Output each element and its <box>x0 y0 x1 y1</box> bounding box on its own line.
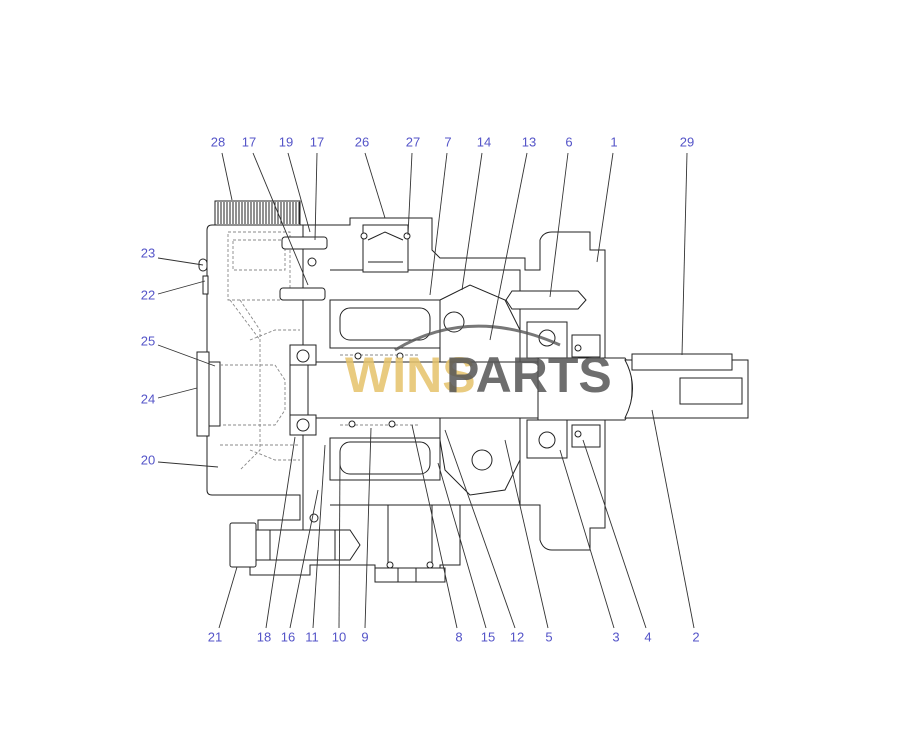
callout-label-1[interactable]: 1 <box>610 134 617 149</box>
callout-label-18[interactable]: 18 <box>257 629 271 644</box>
callout-label-13[interactable]: 13 <box>522 134 536 149</box>
leader-line-24 <box>157 387 198 399</box>
port-fitting <box>208 361 221 427</box>
callout-label-4[interactable]: 4 <box>644 629 651 644</box>
leader-line-17 <box>314 152 318 241</box>
watermark-parts: PARTS <box>446 347 612 403</box>
o-ring-16 <box>309 513 319 523</box>
pump-cross-section <box>196 200 749 583</box>
callout-label-17[interactable]: 17 <box>310 134 324 149</box>
leader-line-8 <box>411 424 458 629</box>
leader-line-5 <box>504 439 549 629</box>
leader-line-27 <box>407 152 413 236</box>
callout-label-9[interactable]: 9 <box>361 629 368 644</box>
leader-line-13 <box>489 152 528 341</box>
leader-line-10 <box>338 459 341 629</box>
callout-label-3[interactable]: 3 <box>612 629 619 644</box>
callout-label-2[interactable]: 2 <box>692 629 699 644</box>
leader-line-9 <box>364 427 372 629</box>
leader-line-12 <box>444 429 516 629</box>
callout-label-27[interactable]: 27 <box>406 134 420 149</box>
leader-line-2 <box>651 409 695 629</box>
valve-26 <box>360 224 411 273</box>
leader-line-18 <box>265 436 296 629</box>
callout-label-7[interactable]: 7 <box>444 134 451 149</box>
callout-label-5[interactable]: 5 <box>545 629 552 644</box>
leader-line-29 <box>681 152 688 356</box>
watermark-wins: WINS <box>345 347 476 403</box>
leader-line-3 <box>559 449 615 629</box>
spring-9 <box>340 352 420 428</box>
leader-line-1 <box>596 152 614 263</box>
spool-6 <box>505 290 587 310</box>
leader-line-4 <box>582 439 647 629</box>
callout-label-22[interactable]: 22 <box>141 287 155 302</box>
watermark-logo: WINS PARTS <box>345 324 612 403</box>
callout-label-16[interactable]: 16 <box>281 629 295 644</box>
leader-line-11 <box>312 444 326 629</box>
drive-shaft-2 <box>289 344 749 436</box>
leader-line-28 <box>221 152 233 201</box>
pin-17-upper <box>281 236 328 250</box>
cylinder-block-7 <box>329 299 441 481</box>
callout-label-29[interactable]: 29 <box>680 134 694 149</box>
leader-line-17 <box>252 152 309 286</box>
callout-label-8[interactable]: 8 <box>455 629 462 644</box>
callout-label-12[interactable]: 12 <box>510 629 524 644</box>
leader-line-19 <box>287 152 311 233</box>
leader-line-15 <box>437 462 487 629</box>
callout-label-23[interactable]: 23 <box>141 245 155 260</box>
callout-label-15[interactable]: 15 <box>481 629 495 644</box>
callout-label-25[interactable]: 25 <box>141 333 155 348</box>
callout-label-10[interactable]: 10 <box>332 629 346 644</box>
callout-label-21[interactable]: 21 <box>208 629 222 644</box>
leader-line-7 <box>429 152 448 296</box>
leader-line-23 <box>157 257 204 266</box>
knurled-knob-28 <box>214 200 301 226</box>
oil-seal-4 <box>571 334 601 448</box>
pin-17-lower <box>279 287 326 301</box>
callout-label-6[interactable]: 6 <box>565 134 572 149</box>
callout-label-26[interactable]: 26 <box>355 134 369 149</box>
bearing-18 <box>289 344 317 436</box>
leader-line-26 <box>364 152 386 219</box>
callout-label-14[interactable]: 14 <box>477 134 491 149</box>
callout-label-19[interactable]: 19 <box>279 134 293 149</box>
callout-label-11[interactable]: 11 <box>305 629 319 644</box>
leader-line-21 <box>218 566 238 629</box>
leader-line-6 <box>549 152 569 298</box>
leader-line-25 <box>157 344 216 367</box>
callout-label-17[interactable]: 17 <box>242 134 256 149</box>
plate-22 <box>202 275 209 295</box>
port-24 <box>196 351 210 437</box>
bolt-21 <box>229 522 361 568</box>
end-cover-20 <box>206 224 304 561</box>
leader-line-20 <box>157 461 219 468</box>
leader-line-14 <box>461 152 483 291</box>
callout-label-28[interactable]: 28 <box>211 134 225 149</box>
piston-ball-lower <box>471 449 493 471</box>
key-29 <box>631 353 733 371</box>
callout-label-24[interactable]: 24 <box>141 391 155 406</box>
leader-line-16 <box>289 489 319 629</box>
o-ring-19 <box>307 257 317 267</box>
callout-label-20[interactable]: 20 <box>141 452 155 467</box>
leader-line-22 <box>157 280 206 295</box>
valve-bottom <box>374 504 446 583</box>
